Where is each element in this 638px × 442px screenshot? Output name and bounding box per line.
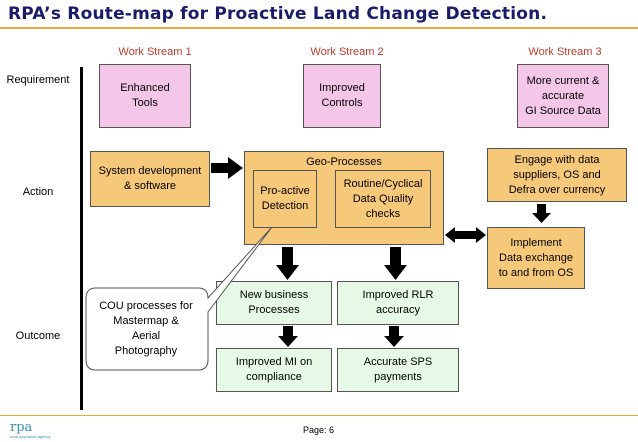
work-stream-2-label: Work Stream 2 [310,46,384,58]
row-label-action: Action [22,186,54,198]
page-number: Page: 6 [303,425,335,435]
improved-rlr-box: Improved RLR accuracy [337,281,459,325]
row-label-outcome: Outcome [15,330,61,342]
accurate-sps-box: Accurate SPS payments [337,348,459,392]
title-divider [0,27,638,29]
gi-source-data-box: More current & accurate GI Source Data [517,64,609,128]
arrow-down-icon [384,326,404,347]
cou-callout-bubble [85,226,273,371]
arrow-down-icon [532,204,551,223]
cou-processes-callout: COU processes for Mastermap & Aerial Pho… [99,300,193,357]
new-business-processes-box: New business Processes [216,281,332,325]
enhanced-tools-box: Enhanced Tools [99,64,191,128]
improved-controls-box: Improved Controls [303,64,381,128]
arrow-down-icon [384,247,407,280]
row-axis-line [80,67,83,410]
rpa-logo-subtitle: rural payments agency [10,434,51,439]
implement-exchange-box: Implement Data exchange to and from OS [487,227,585,289]
work-stream-1-label: Work Stream 1 [118,46,192,58]
engage-suppliers-box: Engage with data suppliers, OS and Defra… [487,148,627,202]
page-title: RPA’s Route-map for Proactive Land Chang… [8,4,548,24]
arrow-down-icon [276,247,299,280]
arrow-down-icon [278,326,298,347]
improved-mi-box: Improved MI on compliance [216,348,332,392]
arrow-right-icon [211,157,243,179]
rpa-logo: rpa [10,420,33,435]
geo-processes-title: Geo-Processes [306,156,382,168]
row-label-requirement: Requirement [6,74,70,86]
proactive-detection-box: Pro-active Detection [253,170,317,228]
footer-divider [0,415,638,416]
system-development-box: System development & software [90,151,210,207]
routine-checks-box: Routine/Cyclical Data Quality checks [335,170,431,228]
double-arrow-icon [445,227,486,243]
work-stream-3-label: Work Stream 3 [528,46,602,58]
